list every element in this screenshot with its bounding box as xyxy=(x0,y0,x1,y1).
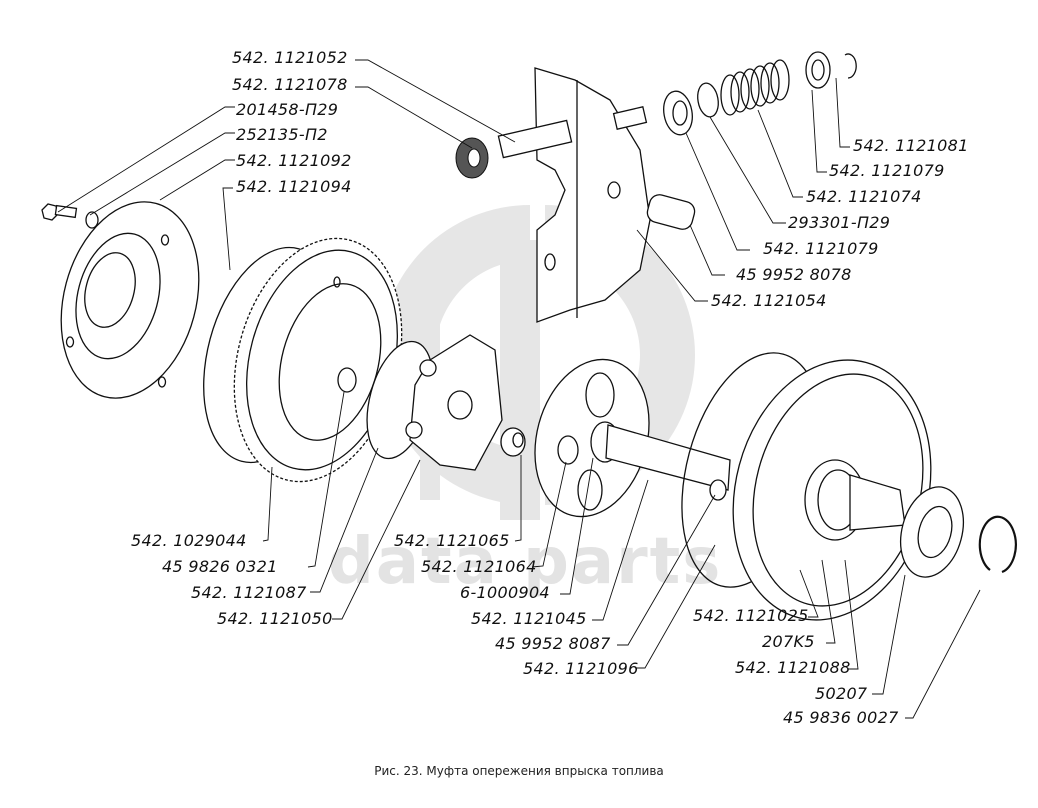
part-label: 542. 1121064 xyxy=(421,557,537,576)
spring xyxy=(720,59,790,116)
part-label: 542. 1121054 xyxy=(711,291,827,310)
part-label: 542. 1121050 xyxy=(217,609,333,628)
part-label: 201458-П29 xyxy=(236,100,339,119)
hub-body xyxy=(405,334,503,471)
spring-cup xyxy=(805,51,831,89)
part-label: 45 9836 0027 xyxy=(783,708,899,727)
part-label: 252135-П2 xyxy=(236,125,328,144)
part-label: 542. 1121025 xyxy=(693,606,809,625)
flyweight xyxy=(534,67,651,323)
flyweight-pin xyxy=(497,106,648,159)
bolt xyxy=(41,203,78,221)
leader-lines xyxy=(57,59,981,719)
part-label: 542. 1121078 xyxy=(232,75,348,94)
shaft xyxy=(605,424,731,501)
part-label: 542. 1121045 xyxy=(471,609,587,628)
roller-pin xyxy=(646,194,696,230)
part-label: 293301-П29 xyxy=(788,213,891,232)
part-label: 542. 1121094 xyxy=(236,177,352,196)
part-label: 542. 1121092 xyxy=(236,151,352,170)
drive-gear xyxy=(233,237,403,483)
part-label: 542. 1121052 xyxy=(232,48,348,67)
part-label: 45 9826 0321 xyxy=(162,557,278,576)
spring-seat-washers xyxy=(663,82,719,136)
ball-bearing xyxy=(900,486,964,578)
part-label: 542. 1121081 xyxy=(853,136,969,155)
washer-dark xyxy=(455,137,489,179)
part-label: 45 9952 8078 xyxy=(736,265,852,284)
part-label: 542. 1121079 xyxy=(763,239,879,258)
part-label: 542. 1121087 xyxy=(191,583,307,602)
part-label: 542. 1121074 xyxy=(806,187,922,206)
part-label: 50207 xyxy=(815,684,868,703)
part-label: 45 9952 8087 xyxy=(495,634,611,653)
part-label: 542. 1121079 xyxy=(829,161,945,180)
figure-caption: Рис. 23. Муфта опережения впрыска топлив… xyxy=(374,764,664,778)
part-label: 542. 1029044 xyxy=(131,531,247,550)
part-label: 542. 1121088 xyxy=(735,658,851,677)
lock-washer xyxy=(85,211,99,229)
retaining-clip xyxy=(844,53,857,79)
bushing xyxy=(500,427,526,457)
snap-ring xyxy=(978,515,1017,574)
part-label: 542. 1121065 xyxy=(394,531,510,550)
cover-flange xyxy=(60,201,200,399)
part-label: 207K5 xyxy=(762,632,815,651)
part-label: 542. 1121096 xyxy=(523,659,639,678)
watermark-text: data parts xyxy=(328,525,723,599)
part-label: 6-1000904 xyxy=(460,583,550,602)
